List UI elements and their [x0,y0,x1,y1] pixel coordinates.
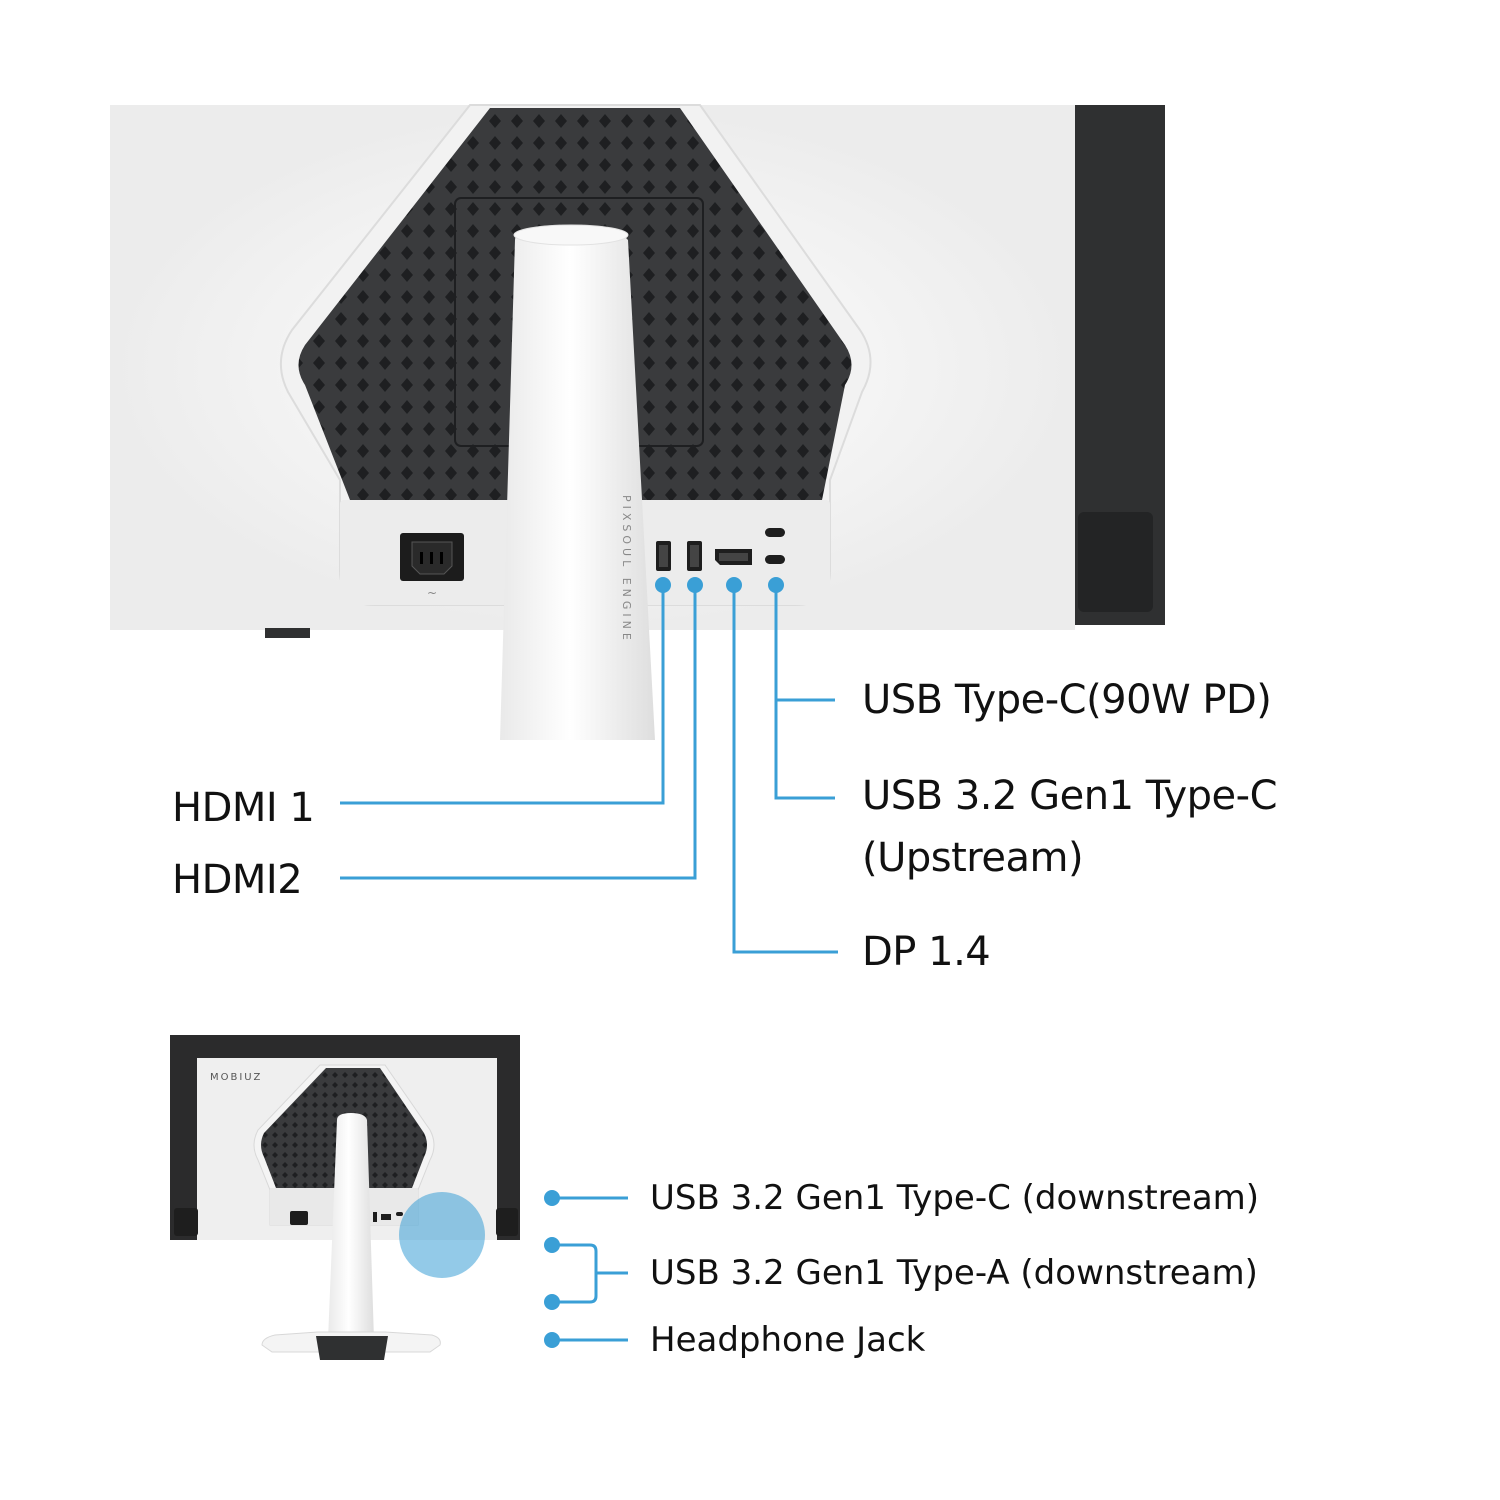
side-callouts [552,1196,628,1342]
stand-column [500,225,655,740]
callout-dot-icon [544,1237,560,1253]
label-hdmi2: HDMI2 [172,857,303,903]
highlight-circle [399,1192,485,1278]
label-usb-c-pd: USB Type-C(90W PD) [862,677,1272,723]
side-callout-dots [544,1190,560,1348]
callout-dp [732,585,838,954]
usb-c-pd-port[interactable] [765,528,785,537]
usb-c-port-icon [765,528,785,537]
label-hdmi1: HDMI 1 [172,785,315,831]
callout-dot-icon [544,1332,560,1348]
usb-c-upstream-port[interactable] [765,555,785,564]
main-callouts [340,585,838,954]
stand-top [513,224,629,246]
label-usb-c-upstream-line1: USB 3.2 Gen1 Type-C [862,773,1278,819]
dp-port[interactable] [715,549,752,565]
power-socket-icon: ~ [400,533,464,600]
monitor-side-foot [1078,512,1153,612]
usb-c-port-icon [765,555,785,564]
small-monitor-logo: MOBIUZ [210,1072,262,1083]
monitor-bumper [265,628,310,638]
svg-text:~: ~ [427,586,437,600]
callout-dot-icon [768,577,784,593]
callout-dot-icon [544,1294,560,1310]
callout-dot-icon [544,1190,560,1206]
stand-text: PIXSOUL ENGINE [620,495,633,644]
label-usb-a-down: USB 3.2 Gen1 Type-A (downstream) [650,1253,1258,1293]
callout-hdmi2 [340,585,697,880]
small-stand-column [328,1113,374,1340]
main-callout-dots [655,577,784,593]
label-usb-c-upstream-line2: (Upstream) [862,835,1084,881]
hdmi2-port[interactable] [687,541,702,571]
hdmi1-port[interactable] [656,541,671,571]
callout-dot-icon [726,577,742,593]
label-headphone: Headphone Jack [650,1320,926,1360]
label-dp: DP 1.4 [862,929,991,975]
label-usb-c-down: USB 3.2 Gen1 Type-C (downstream) [650,1178,1260,1218]
callout-dot-icon [655,577,671,593]
callout-hdmi1 [340,585,665,805]
small-monitor: MOBIUZ [170,1035,520,1360]
callout-usb-c [774,585,835,800]
main-monitor: ~ PIXSOUL ENGINE [110,104,1165,740]
small-power-socket-icon [290,1211,308,1225]
callout-usb-a-bracket [552,1243,598,1304]
callout-dot-icon [687,577,703,593]
